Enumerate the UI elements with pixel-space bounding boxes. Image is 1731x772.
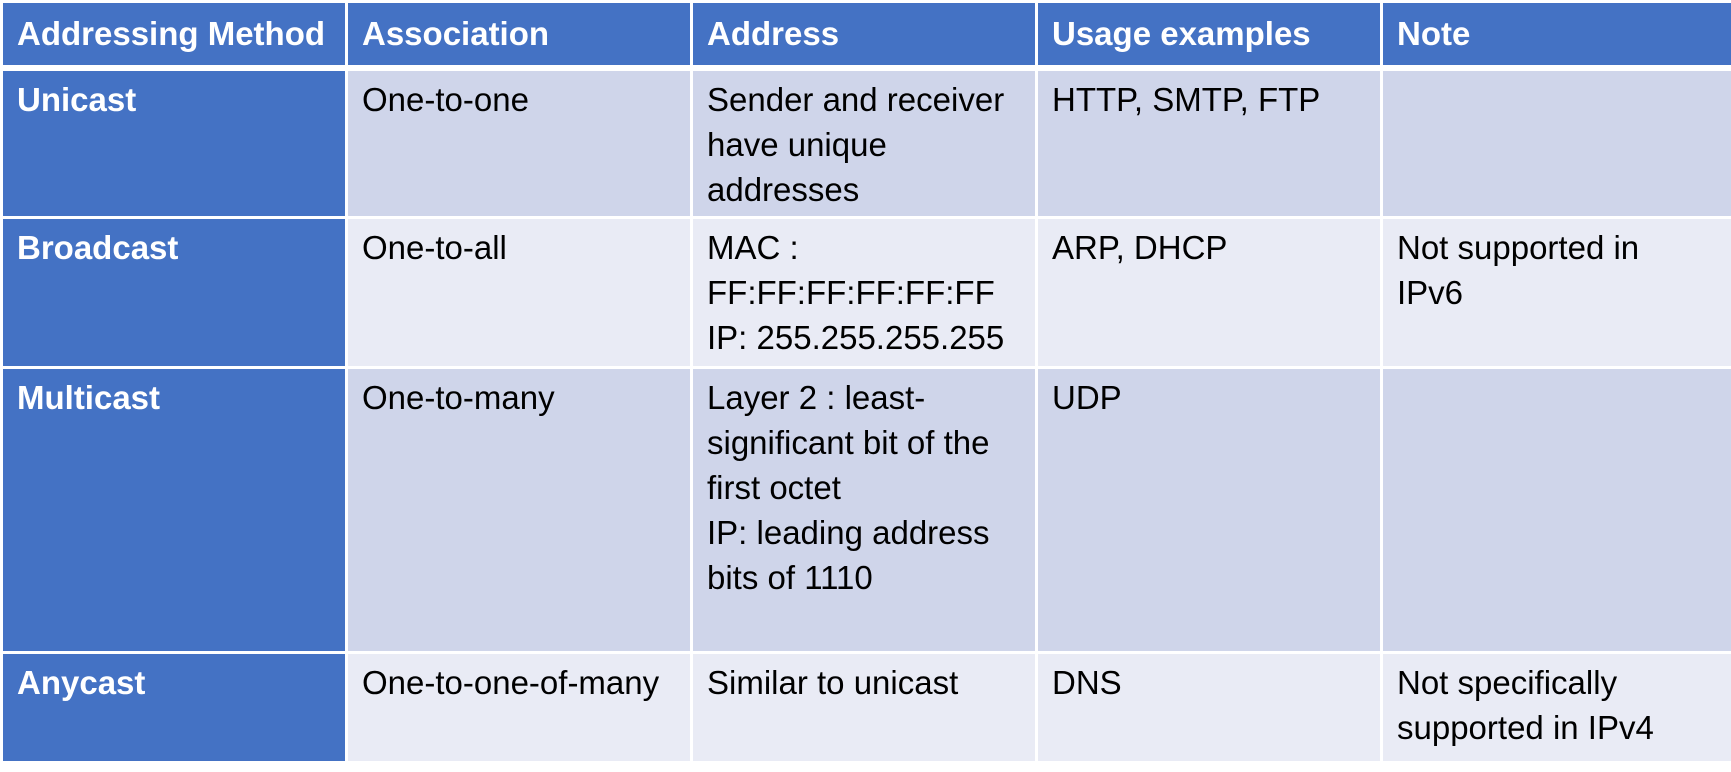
- address-line: Similar to unicast: [707, 664, 959, 701]
- header-usage-examples: Usage examples: [1035, 0, 1383, 71]
- header-note: Note: [1380, 0, 1731, 71]
- association-cell: One-to-all: [345, 216, 693, 369]
- method-cell: Unicast: [0, 66, 348, 219]
- usage-cell: DNS: [1035, 651, 1383, 764]
- address-line: have unique: [707, 125, 887, 163]
- header-association: Association: [345, 0, 693, 71]
- table-header: Addressing Method Association Address Us…: [0, 0, 1731, 71]
- method-cell: Broadcast: [0, 216, 348, 369]
- association-cell: One-to-one-of-many: [345, 651, 693, 764]
- note-line: Not supported in: [1397, 229, 1640, 266]
- note-line: IPv6: [1397, 274, 1464, 311]
- note-cell: Not specifically supported in IPv4: [1380, 651, 1731, 764]
- address-line: IP: 255.255.255.255: [707, 319, 1005, 356]
- table-body: Unicast One-to-one Sender and receiver h…: [0, 66, 1731, 764]
- method-cell: Anycast: [0, 651, 348, 764]
- note-cell: [1380, 66, 1731, 219]
- association-cell: One-to-many: [345, 366, 693, 654]
- address-cell: Sender and receiver have unique addresse…: [690, 66, 1038, 219]
- table-row-anycast: Anycast One-to-one-of-many Similar to un…: [0, 651, 1731, 764]
- address-line: IP: leading address: [707, 514, 990, 551]
- table-row-unicast: Unicast One-to-one Sender and receiver h…: [0, 66, 1731, 219]
- header-addressing-method: Addressing Method: [0, 0, 348, 71]
- association-cell: One-to-one: [345, 66, 693, 219]
- header-address: Address: [690, 0, 1038, 71]
- note-cell: Not supported in IPv6: [1380, 216, 1731, 369]
- usage-cell: HTTP, SMTP, FTP: [1035, 66, 1383, 219]
- address-cell: Similar to unicast: [690, 651, 1038, 764]
- table-row-broadcast: Broadcast One-to-all MAC : FF:FF:FF:FF:F…: [0, 216, 1731, 369]
- usage-cell: ARP, DHCP: [1035, 216, 1383, 369]
- address-line: Layer 2 : least-: [707, 379, 926, 416]
- address-cell: MAC : FF:FF:FF:FF:FF:FF IP: 255.255.255.…: [690, 216, 1038, 369]
- method-cell: Multicast: [0, 366, 348, 654]
- address-line: Sender and receiver: [707, 80, 1005, 118]
- address-line: first octet: [707, 469, 841, 506]
- note-cell: [1380, 366, 1731, 654]
- address-line: MAC :: [707, 229, 799, 266]
- table-row-multicast: Multicast One-to-many Layer 2 : least- s…: [0, 366, 1731, 654]
- address-line: addresses: [707, 170, 860, 208]
- address-cell: Layer 2 : least- significant bit of the …: [690, 366, 1038, 654]
- note-line: supported in IPv4: [1397, 709, 1654, 746]
- address-line: bits of 1110: [707, 559, 873, 596]
- usage-cell: UDP: [1035, 366, 1383, 654]
- address-line: FF:FF:FF:FF:FF:FF: [707, 274, 995, 311]
- header-row: Addressing Method Association Address Us…: [0, 0, 1731, 71]
- address-line: significant bit of the: [707, 424, 990, 461]
- note-line: Not specifically: [1397, 664, 1618, 701]
